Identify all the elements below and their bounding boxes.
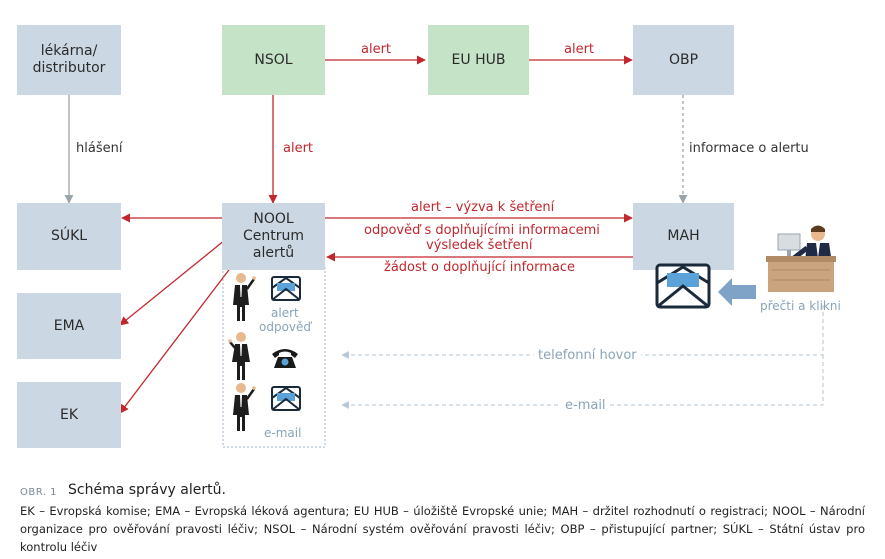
arrow-nool-ema: [119, 239, 226, 326]
node-euhub: EU HUB: [428, 25, 529, 95]
connectors: [64, 55, 824, 448]
telephone-icon: [272, 349, 298, 368]
figure-legend: EK – Evropská komise; EMA – Evropská lék…: [20, 504, 865, 554]
node-ek: EK: [17, 382, 121, 448]
node-obp: OBP: [633, 25, 734, 95]
node-mah: MAH: [633, 203, 734, 270]
person-icon: [233, 273, 256, 321]
nool-channels-frame: [222, 264, 326, 448]
label-nsol-nool: alert: [283, 141, 314, 156]
envelope-icon: [271, 276, 301, 301]
channel-label-alert: alert: [271, 306, 299, 320]
label-email-channel: e-mail: [561, 398, 610, 413]
node-nsol: NSOL: [222, 25, 325, 95]
node-ema: EMA: [17, 293, 121, 359]
worker-at-desk-icon: [766, 225, 836, 292]
label-obp-mah: informace o alertu: [689, 141, 809, 156]
node-lekarna: lékárna/ distributor: [17, 25, 121, 95]
label-mah-nool-1: výsledek šetření: [426, 238, 533, 253]
label-euhub-obp: alert: [564, 42, 595, 57]
envelope-icon: [271, 386, 301, 411]
arrow-nool-ek: [119, 257, 239, 414]
channel-label-answer: odpověď: [259, 320, 312, 334]
node-nool: NOOL Centrum alertů: [222, 203, 325, 270]
label-lekarna-sukl: hlášení: [76, 141, 123, 156]
node-sukl: SÚKL: [17, 203, 121, 270]
arrow-email-channel: [341, 355, 824, 409]
label-nool-mah-1: alert – výzva k šetření: [411, 200, 555, 215]
label-nool-mah-2: odpověď s doplňujícími informacemi: [364, 223, 600, 238]
figure-number: OBR. 1: [20, 487, 58, 498]
figure-title: Schéma správy alertů.: [68, 482, 226, 498]
channel-label-email: e-mail: [264, 426, 302, 440]
label-nsol-euhub: alert: [361, 42, 392, 57]
person-icon: [233, 383, 256, 431]
label-mah-nool-2: žádost o doplňující informace: [384, 260, 576, 275]
envelope-icon: [655, 263, 711, 309]
label-phone-channel: telefonní hovor: [534, 348, 641, 363]
label-read-and-click: přečti a klikni: [760, 299, 841, 313]
person-icon: [228, 332, 250, 380]
arrow-icon: [718, 278, 756, 306]
